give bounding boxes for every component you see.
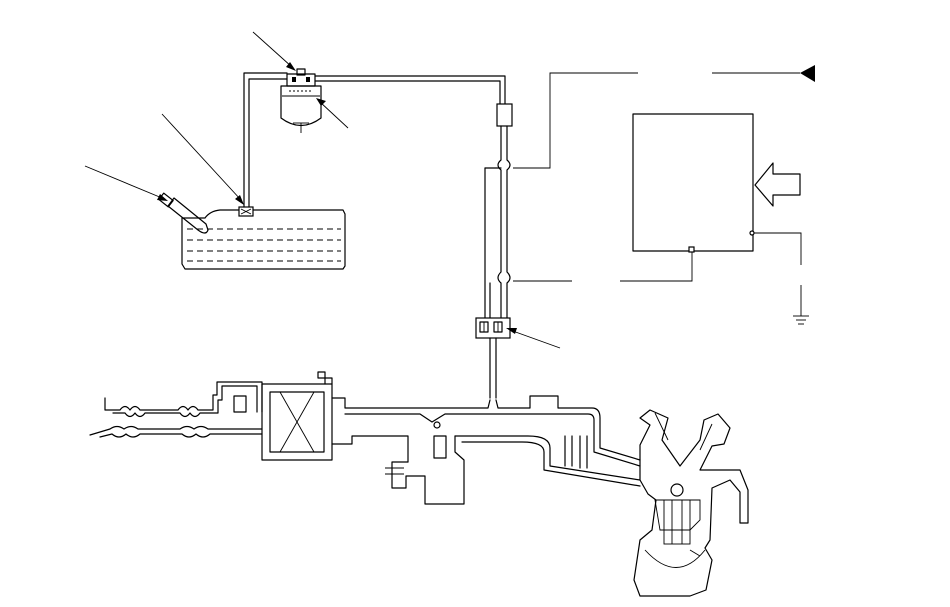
throttle-body xyxy=(385,435,465,505)
purge-line xyxy=(314,75,513,321)
vapor-line-tank-canister xyxy=(243,72,288,208)
ecm-box xyxy=(632,113,801,253)
leader-lines xyxy=(84,31,561,349)
intake-pipe xyxy=(331,395,641,487)
engine xyxy=(633,409,749,597)
fuel-tank xyxy=(181,206,346,270)
wiring xyxy=(513,65,815,325)
air-intake-ducts xyxy=(89,381,263,438)
purge-control-solenoid-valve xyxy=(475,317,511,339)
vacuum-line-to-intake xyxy=(489,337,497,399)
filler-neck xyxy=(158,192,209,234)
air-cleaner xyxy=(261,371,333,461)
charcoal-canister xyxy=(280,68,322,133)
